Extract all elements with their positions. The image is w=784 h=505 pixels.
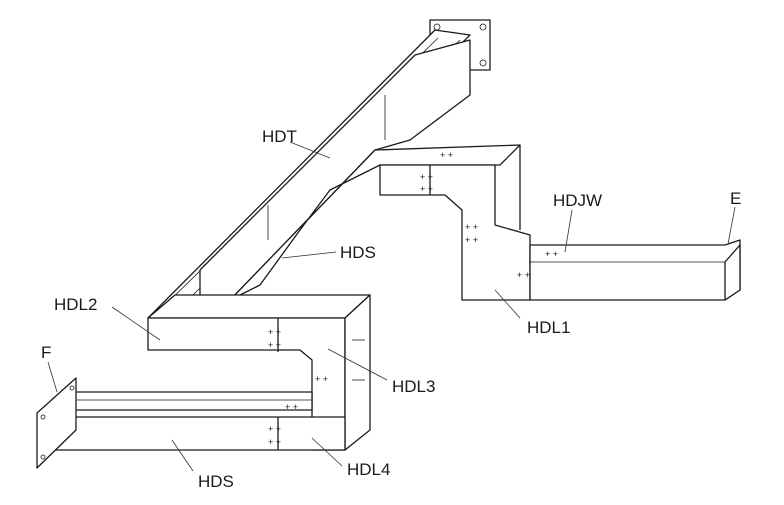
bolt-marks: + + + + + + + + + + + + + + + + + + + + … <box>268 150 558 447</box>
label-hdt: HDT <box>262 127 297 146</box>
svg-text:+ +: + + <box>465 235 478 245</box>
label-hdl2: HDL2 <box>54 295 97 314</box>
svg-text:+ +: + + <box>268 424 281 434</box>
svg-text:+ +: + + <box>268 340 281 350</box>
label-hds-upper: HDS <box>340 243 376 262</box>
leader-lines <box>47 141 736 472</box>
svg-text:+ +: + + <box>517 270 530 280</box>
svg-text:+ +: + + <box>440 150 453 160</box>
label-hds-lower: HDS <box>198 472 234 491</box>
tray-hdjw <box>529 239 741 301</box>
svg-text:+ +: + + <box>268 327 281 337</box>
svg-text:+ +: + + <box>420 172 433 182</box>
label-e: E <box>730 189 741 208</box>
label-hdjw: HDJW <box>553 191 602 210</box>
label-hdl1: HDL1 <box>527 318 570 337</box>
svg-text:+ +: + + <box>285 402 298 412</box>
svg-text:+ +: + + <box>315 374 328 384</box>
tray-hds-lower <box>46 391 346 451</box>
wall-flange-f <box>36 377 77 469</box>
label-hdl3: HDL3 <box>392 377 435 396</box>
labels: HDT HDS HDJW E HDL2 HDL1 F HDL3 HDS HDL4 <box>41 127 741 491</box>
label-f: F <box>41 343 51 362</box>
svg-text:+ +: + + <box>465 222 478 232</box>
label-hdl4: HDL4 <box>347 460 390 479</box>
svg-text:+ +: + + <box>420 184 433 194</box>
svg-text:+ +: + + <box>545 249 558 259</box>
svg-text:+ +: + + <box>268 437 281 447</box>
